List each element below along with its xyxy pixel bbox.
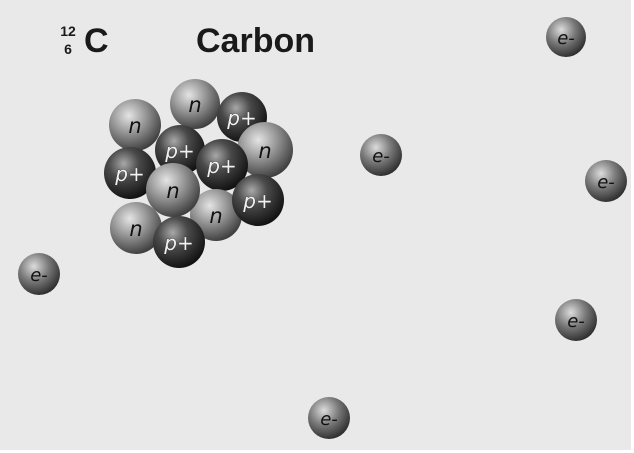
proton-particle: p+ — [232, 174, 284, 226]
electron-label: e- — [567, 311, 585, 332]
proton-particle: p+ — [155, 125, 205, 175]
proton-label: p+ — [226, 106, 256, 130]
atomic-number: 6 — [64, 41, 72, 57]
electron-particle: e- — [555, 299, 597, 341]
electron-particle: e- — [546, 17, 586, 57]
proton-label: p+ — [206, 154, 236, 178]
electron-label: e- — [557, 28, 575, 49]
proton-label: p+ — [163, 231, 193, 255]
neutron-label: n — [128, 114, 141, 138]
proton-label: p+ — [164, 139, 194, 163]
mass-number: 12 — [60, 23, 76, 39]
neutron-label: n — [209, 204, 222, 228]
neutron-label: n — [188, 93, 201, 117]
neutron-particle: n — [146, 163, 200, 217]
electron-particle: e- — [18, 253, 60, 295]
element-symbol: C — [84, 22, 109, 60]
neutron-particle: n — [109, 99, 161, 151]
element-name: Carbon — [196, 22, 315, 60]
electron-label: e- — [320, 409, 338, 430]
electron-label: e- — [30, 265, 48, 286]
neutron-label: n — [166, 179, 179, 203]
proton-particle: p+ — [153, 216, 205, 268]
proton-particle: p+ — [196, 139, 248, 191]
electron-label: e- — [372, 146, 390, 167]
electron-particle: e- — [585, 160, 627, 202]
neutron-particle: n — [237, 122, 293, 178]
neutron-label: n — [129, 217, 142, 241]
proton-label: p+ — [114, 162, 144, 186]
neutron-particle: n — [110, 202, 162, 254]
proton-label: p+ — [242, 189, 272, 213]
neutron-label: n — [258, 139, 271, 163]
electron-label: e- — [597, 172, 615, 193]
element-header: 12 6 C Carbon — [56, 18, 376, 74]
neutron-particle: n — [170, 79, 220, 129]
electron-particle: e- — [308, 397, 350, 439]
neutron-particle: n — [190, 189, 242, 241]
proton-particle: p+ — [104, 147, 156, 199]
nucleus: n p+ n p+ n p+ — [104, 79, 293, 268]
electron-particle: e- — [360, 134, 402, 176]
